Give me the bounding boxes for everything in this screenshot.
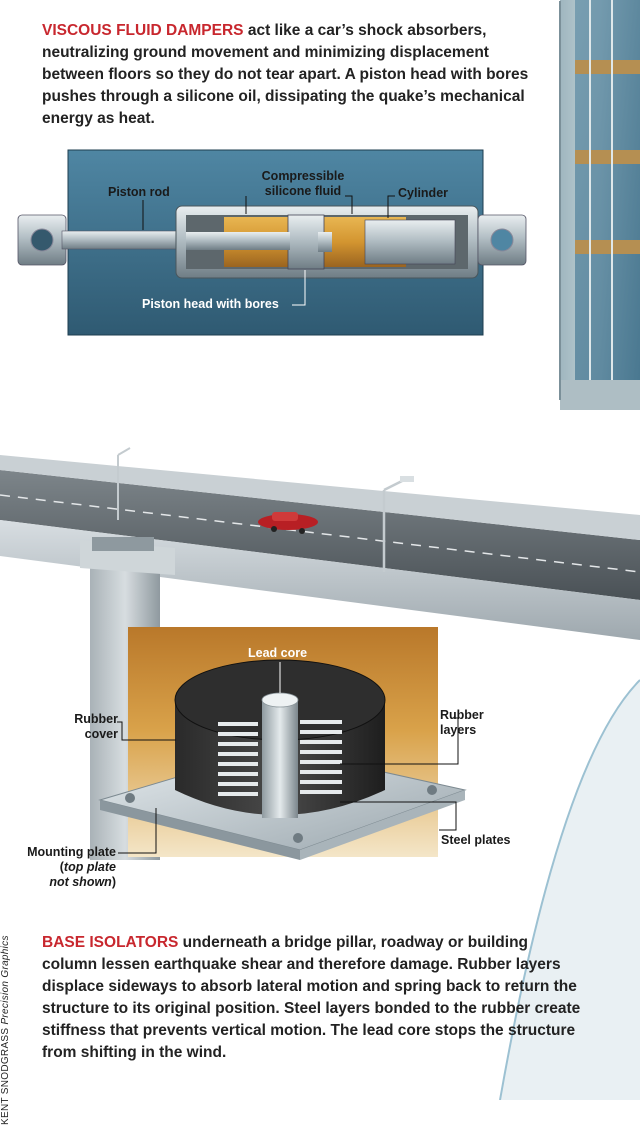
label-rubber-cover: Rubber cover bbox=[60, 712, 118, 742]
isolators-heading: BASE ISOLATORS bbox=[42, 934, 179, 951]
label-lead-core: Lead core bbox=[248, 646, 308, 660]
label-piston-rod: Piston rod bbox=[108, 185, 170, 199]
illustration bbox=[0, 0, 640, 1100]
label-silicone-fluid-line1: Compressible bbox=[261, 169, 345, 183]
label-rubber-layers-line2: layers bbox=[440, 723, 477, 737]
label-mounting-plate: Mounting plate (top plate not shown) bbox=[20, 845, 116, 890]
dampers-description: VISCOUS FLUID DAMPERS act like a car’s s… bbox=[42, 20, 542, 130]
label-silicone-fluid: Compressible silicone fluid bbox=[254, 169, 352, 199]
label-rubber-layers-line1: Rubber bbox=[440, 708, 484, 722]
label-silicone-fluid-line2: silicone fluid bbox=[264, 184, 342, 198]
building bbox=[559, 0, 640, 410]
label-mounting-line3: not shown) bbox=[49, 875, 116, 889]
road-curve bbox=[500, 680, 640, 1100]
label-rubber-cover-line2: cover bbox=[84, 727, 118, 741]
label-mounting-line1: Mounting plate bbox=[27, 845, 116, 859]
dampers-heading: VISCOUS FLUID DAMPERS bbox=[42, 22, 244, 39]
illustration-credit: KENT SNODGRASS Precision Graphics bbox=[0, 935, 11, 1125]
isolator-diagram bbox=[98, 627, 467, 860]
label-piston-head: Piston head with bores bbox=[142, 297, 279, 311]
label-steel-plates: Steel plates bbox=[441, 833, 511, 847]
label-rubber-cover-line1: Rubber bbox=[74, 712, 118, 726]
isolators-body: underneath a bridge pillar, roadway or b… bbox=[42, 934, 581, 1061]
isolators-description: BASE ISOLATORS underneath a bridge pilla… bbox=[42, 932, 587, 1064]
damper-diagram bbox=[17, 149, 527, 336]
label-mounting-line2: (top plate bbox=[59, 860, 116, 874]
dampers-body: act like a car’s shock absorbers, neutra… bbox=[42, 22, 529, 127]
label-cylinder: Cylinder bbox=[398, 186, 449, 200]
label-rubber-layers: Rubber layers bbox=[440, 708, 484, 738]
